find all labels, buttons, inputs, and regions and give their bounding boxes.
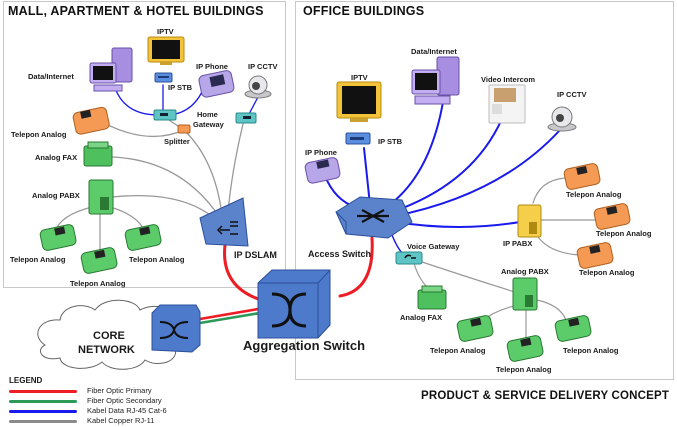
- analog-phone-icon-left-c: [124, 224, 162, 251]
- iptv-tv-icon-right: [336, 81, 382, 122]
- analog-phone-icon-right-a: [456, 315, 494, 342]
- label-iptv-left: IPTV: [157, 27, 174, 36]
- label-ip-dslam: IP DSLAM: [234, 250, 277, 260]
- ip-pabx-icon: [517, 204, 542, 238]
- cable-cctv-switch: [394, 129, 561, 217]
- label-phone-right-b: Telepon Analog: [496, 365, 552, 374]
- legend-line-copper-cable: [9, 420, 77, 423]
- label-ip-stb-left: IP STB: [168, 83, 193, 92]
- splitter-icon: [177, 124, 191, 134]
- cable-cctvgw-dslam: [227, 123, 244, 213]
- analog-phone-icon-left-b: [80, 247, 118, 274]
- legend-title: LEGEND: [9, 376, 43, 385]
- ip-cctv-icon-left: [244, 75, 272, 99]
- label-ip-cctv-left: IP CCTV: [248, 62, 278, 71]
- analog-fax-icon-right: [417, 285, 447, 310]
- fiber-access-aggregation: [338, 236, 374, 298]
- legend-label-fiber-secondary: Fiber Optic Secondary: [87, 396, 162, 405]
- iptv-tv-icon-left: [147, 36, 185, 65]
- label-phone-left-a: Telepon Analog: [10, 255, 66, 264]
- label-network: NETWORK: [78, 344, 135, 356]
- label-telepon-analog-left: Telepon Analog: [11, 130, 67, 139]
- analog-phone-icon-ippabx-2: [593, 203, 631, 230]
- cable-pabx-dslam: [111, 194, 215, 219]
- cable-ippabx-phone-1: [532, 177, 566, 204]
- voice-gateway-icon: [395, 251, 423, 265]
- label-core: CORE: [93, 330, 125, 342]
- label-ip-phone-right: IP Phone: [305, 148, 337, 157]
- label-data-internet-right: Data/Internet: [411, 47, 457, 56]
- cable-vgw-apabx: [415, 259, 519, 294]
- cable-vgw-fax: [413, 262, 429, 289]
- mall-section-title: MALL, APARTMENT & HOTEL BUILDINGS: [8, 4, 264, 18]
- access-switch-icon: [335, 196, 413, 239]
- video-intercom-icon: [488, 84, 526, 124]
- analog-phone-icon-left-orange: [72, 106, 110, 135]
- label-analog-fax-left: Analog FAX: [35, 153, 78, 162]
- analog-fax-icon-left: [83, 141, 113, 167]
- office-section-title: OFFICE BUILDINGS: [303, 4, 425, 18]
- ip-stb-icon-left: [154, 72, 173, 83]
- cable-intercom-switch: [391, 122, 501, 213]
- home-gateway-icon: [153, 109, 177, 121]
- label-ip-stb-right: IP STB: [378, 137, 403, 146]
- pc-icon-right: [411, 56, 460, 105]
- label-ip-phone-left: IP Phone: [196, 62, 228, 71]
- label-phone-left-b: Telepon Analog: [70, 279, 126, 288]
- label-phone-right-a: Telepon Analog: [430, 346, 486, 355]
- ip-cctv-icon-right: [547, 106, 577, 132]
- label-voice-gateway: Voice Gateway: [407, 242, 460, 251]
- aggregation-switch-icon: [257, 269, 331, 339]
- label-aggregation-switch: Aggregation Switch: [243, 338, 366, 353]
- analog-pabx-icon-right: [512, 277, 538, 311]
- analog-phone-icon-ippabx-3: [576, 242, 614, 269]
- pc-icon-left: [89, 47, 133, 92]
- label-video-intercom: Video Intercom: [481, 75, 536, 84]
- cable-fax-dslam: [111, 156, 219, 216]
- analog-pabx-icon-left: [88, 179, 114, 215]
- legend-label-data-cable: Kabel Data RJ-45 Cat-6: [87, 406, 167, 415]
- label-home-gateway-2: Gateway: [193, 120, 224, 129]
- legend-line-data-cable: [9, 410, 77, 413]
- analog-phone-icon-ippabx-1: [563, 163, 601, 190]
- label-ip-pabx: IP PABX: [503, 239, 533, 248]
- cable-phone-splitter: [107, 124, 185, 138]
- cable-apabx-phone-c: [536, 299, 567, 321]
- label-iptv-right: IPTV: [351, 73, 368, 82]
- label-ip-cctv-right: IP CCTV: [557, 90, 587, 99]
- label-home-gateway-1: Home: [197, 110, 218, 119]
- label-phone-right-c: Telepon Analog: [563, 346, 619, 355]
- legend-label-copper-cable: Kabel Copper RJ-11: [87, 416, 155, 425]
- analog-phone-icon-left-a: [39, 224, 77, 251]
- legend-line-fiber-primary: [9, 390, 77, 393]
- mall-section-frame: [3, 1, 286, 288]
- label-ippabx-phone-1: Telepon Analog: [566, 190, 622, 199]
- cable-pc-switch: [387, 101, 444, 207]
- delivery-concept-title: PRODUCT & SERVICE DELIVERY CONCEPT: [421, 390, 670, 402]
- analog-phone-icon-right-c: [554, 315, 592, 342]
- ip-phone-icon-left: [198, 70, 235, 98]
- label-splitter: Splitter: [164, 137, 190, 146]
- cable-pc-gw: [114, 87, 159, 116]
- ip-dslam-icon: [199, 197, 249, 247]
- label-analog-pabx-right: Analog PABX: [501, 267, 549, 276]
- label-ippabx-phone-3: Telepon Analog: [579, 268, 635, 277]
- cable-pabx-switch: [394, 221, 521, 228]
- legend-line-fiber-secondary: [9, 400, 77, 403]
- core-switch-icon: [151, 304, 201, 353]
- label-ippabx-phone-2: Telepon Analog: [596, 229, 652, 238]
- label-data-internet-left: Data/Internet: [28, 72, 74, 81]
- cable-splitter-dslam: [183, 129, 223, 216]
- label-access-switch: Access Switch: [308, 249, 372, 259]
- cctv-gateway-icon-left: [235, 112, 257, 124]
- analog-phone-icon-right-b: [506, 335, 544, 362]
- label-analog-pabx-left: Analog PABX: [32, 191, 80, 200]
- office-section-frame: [295, 1, 674, 380]
- cable-stb-switch: [363, 147, 371, 206]
- label-phone-left-c: Telepon Analog: [129, 255, 185, 264]
- legend-label-fiber-primary: Fiber Optic Primary: [87, 386, 152, 395]
- ip-phone-icon-right: [304, 157, 341, 184]
- label-analog-fax-right: Analog FAX: [400, 313, 443, 322]
- ip-stb-icon-right: [345, 132, 371, 145]
